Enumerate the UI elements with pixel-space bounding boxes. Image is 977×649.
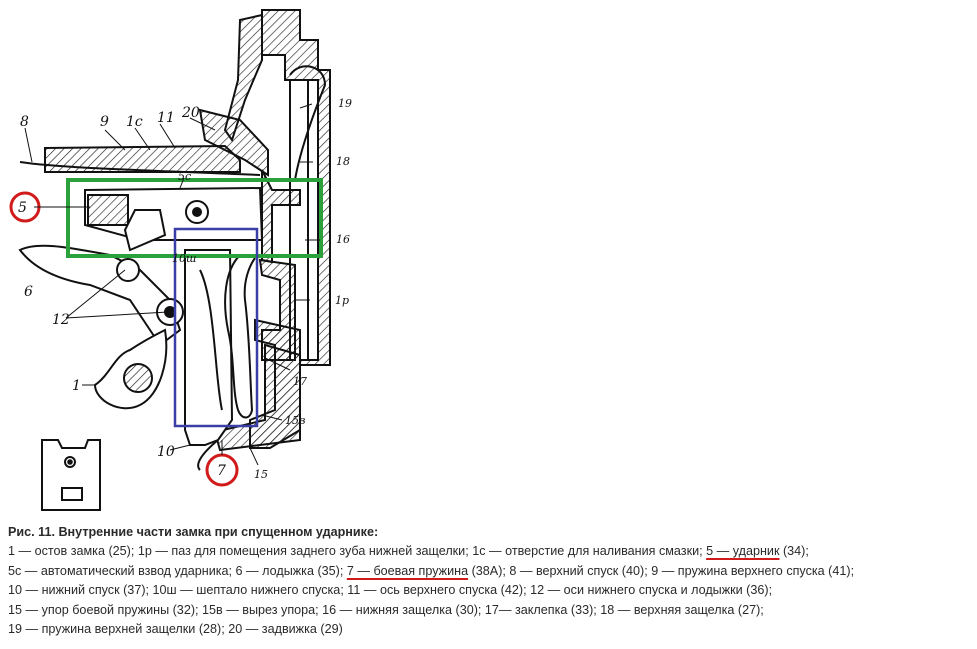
label-20: 20 <box>181 105 200 121</box>
label-8: 8 <box>20 114 29 130</box>
label-9: 9 <box>100 114 109 130</box>
caption-line-4: 15 — упор боевой пружины (32); 15в — выр… <box>8 602 764 617</box>
label-7: 7 <box>217 463 226 479</box>
label-5c: 5c <box>178 170 191 183</box>
caption-line-2: 5с — автоматический взвод ударника; 6 — … <box>8 562 973 581</box>
caption-line-1-end: (34); <box>779 544 809 559</box>
caption-title: Рис. 11. Внутренние части замка при спущ… <box>8 525 379 539</box>
caption-mainspring-highlight: 7 — боевая пружина <box>346 563 469 578</box>
label-1p: 1р <box>335 294 349 307</box>
label-16: 16 <box>336 233 350 246</box>
mainspring-highlight-box <box>173 227 259 428</box>
mainspring <box>197 254 256 471</box>
caption-line-3: 10 — нижний спуск (37); 10ш — шептало ни… <box>8 583 773 598</box>
label-6: 6 <box>24 284 33 300</box>
label-15v: 15в <box>285 414 305 427</box>
lock-body-lower <box>93 249 234 446</box>
dog-lever <box>18 244 184 347</box>
caption-line-1: 1 — остов замка (25); 1р — паз для помещ… <box>8 542 973 561</box>
caption-line-1-text: 1 — остов замка (25); 1р — паз для помещ… <box>8 544 707 559</box>
striker-highlight-box <box>66 178 323 258</box>
label-15: 15 <box>254 468 268 481</box>
label-10sh: 10ш <box>172 252 196 265</box>
upper-bar <box>19 144 261 176</box>
label-12: 12 <box>52 312 70 328</box>
label-18: 18 <box>336 155 350 168</box>
leader-lines <box>24 103 320 466</box>
label-10: 10 <box>157 444 175 460</box>
label-19: 19 <box>338 97 352 110</box>
figure-caption: Рис. 11. Внутренние части замка при спущ… <box>8 523 973 639</box>
lock-frame <box>198 9 331 452</box>
striker <box>84 186 264 252</box>
lock-mechanism-diagram: 8 9 1c 11 20 19 18 5c 5 16 10ш 6 12 1р 1… <box>9 9 352 511</box>
caption-striker-highlight: 5 — ударник <box>706 544 780 559</box>
label-1: 1 <box>72 378 81 394</box>
caption-line-2-end: (38А); 8 — верхний спуск (40); 9 — пружи… <box>468 563 855 578</box>
latch-detail <box>41 439 101 511</box>
label-5: 5 <box>18 200 27 216</box>
caption-line-2-text: 5с — автоматический взвод ударника; 6 — … <box>8 563 347 578</box>
caption-line-5: 19 — пружина верхней защелки (28); 20 — … <box>8 622 343 637</box>
label-11: 11 <box>157 110 175 126</box>
label-17: 17 <box>293 375 307 388</box>
label-1c: 1c <box>126 114 143 130</box>
